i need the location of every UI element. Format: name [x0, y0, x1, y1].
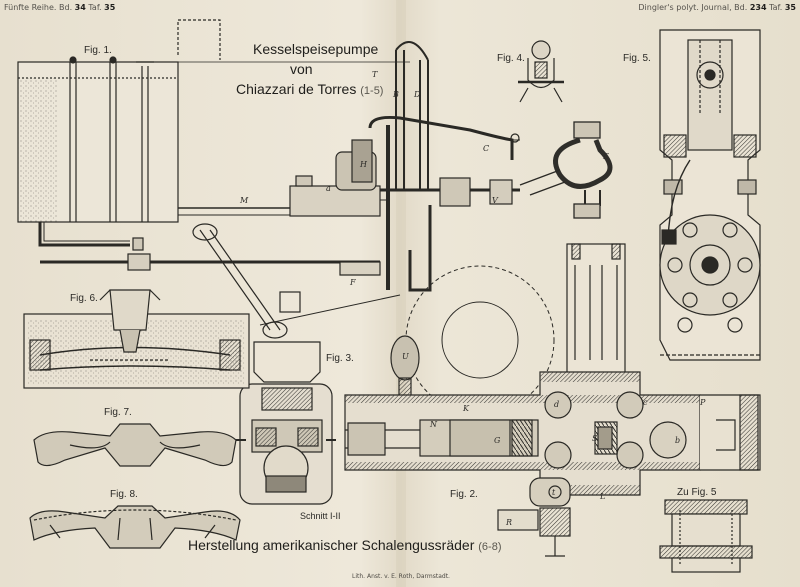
fig1-label: Fig. 1. — [84, 45, 112, 56]
fig3-label: Fig. 3. — [326, 353, 354, 364]
header-left-volume: 34 — [74, 3, 86, 12]
letter-F: F — [350, 278, 356, 287]
letter-T: T — [372, 70, 378, 79]
zu-fig5-label: Zu Fig. 5 — [677, 487, 717, 498]
letter-V: V — [492, 196, 498, 205]
title-line2: von — [290, 61, 313, 77]
title-line3-refs: (1-5) — [360, 85, 384, 97]
fig8-label: Fig. 8. — [110, 489, 138, 500]
letter-c: c — [643, 398, 648, 407]
header-right-volume: 234 — [749, 3, 767, 12]
fig5-bolt-circle — [667, 222, 753, 333]
letter-S: S — [592, 434, 598, 443]
fig6-mold-section — [23, 289, 250, 389]
letter-N: N — [430, 420, 437, 429]
title-line1: Kesselspeisepumpe — [253, 41, 379, 57]
steam-pipe-c — [368, 116, 514, 160]
letter-D: D — [414, 90, 421, 99]
header-right-prefix: Dingler's polyt. Journal, Bd. — [638, 3, 748, 12]
letter-b: b — [675, 436, 681, 445]
letter-R: R — [506, 518, 513, 527]
letter-C: C — [483, 144, 490, 153]
title-line3: Chiazzari de Torres (1-5) — [236, 82, 383, 97]
page-fold — [396, 0, 406, 587]
fig7-label: Fig. 7. — [104, 407, 132, 418]
zu-fig5-detail — [659, 499, 753, 573]
fig1-boiler-elevation — [17, 19, 555, 415]
fig6-label: Fig. 6. — [70, 293, 98, 304]
letter-U: U — [402, 352, 409, 361]
fig3-cross-section — [236, 341, 336, 505]
header-left: Fünfte Reihe. Bd. 34 Taf. 35 — [4, 4, 115, 12]
fig8-wheel-section — [29, 505, 241, 549]
letter-M: M — [240, 196, 249, 205]
header-right-plate-prefix: Taf. — [769, 3, 783, 12]
title-line3-text: Chiazzari de Torres — [236, 81, 357, 97]
elbow-e — [519, 121, 613, 219]
header-left-plate-prefix: Taf. — [88, 3, 102, 12]
section-title-refs: (6-8) — [478, 541, 502, 553]
flywheel — [405, 265, 555, 415]
header-left-plate: 35 — [104, 3, 116, 12]
header-right: Dingler's polyt. Journal, Bd. 234 Taf. 3… — [638, 4, 796, 12]
section-title: Herstellung amerikanischer Schalengussrä… — [188, 538, 502, 553]
section-title-text: Herstellung amerikanischer Schalengussrä… — [188, 537, 475, 553]
header-right-plate: 35 — [784, 3, 796, 12]
fig2-pump-section — [344, 243, 761, 557]
letter-t: t — [552, 488, 556, 497]
boiler-water — [18, 78, 58, 222]
letter-d: d — [554, 400, 560, 409]
letter-a: a — [326, 184, 331, 193]
imprint: Lith. Anst. v. E. Roth, Darmstadt. — [352, 573, 450, 580]
letter-B: B — [393, 90, 399, 99]
letter-G: G — [494, 436, 501, 445]
header-left-prefix: Fünfte Reihe. Bd. — [4, 3, 73, 12]
fig4-label: Fig. 4. — [497, 53, 525, 64]
fig5-end-view — [659, 29, 761, 361]
letter-H: H — [360, 160, 367, 169]
fig5-label: Fig. 5. — [623, 53, 651, 64]
letter-E: E — [603, 152, 609, 161]
letter-P: P — [700, 398, 706, 407]
schnitt-label: Schnitt I-II — [300, 511, 341, 521]
fig4-valve-detail — [518, 40, 564, 103]
feed-pipe — [38, 222, 130, 247]
letter-K: K — [463, 404, 469, 413]
letter-L: L — [600, 492, 606, 501]
fig2-label: Fig. 2. — [450, 489, 478, 500]
fig7-wheel-section — [33, 423, 237, 467]
